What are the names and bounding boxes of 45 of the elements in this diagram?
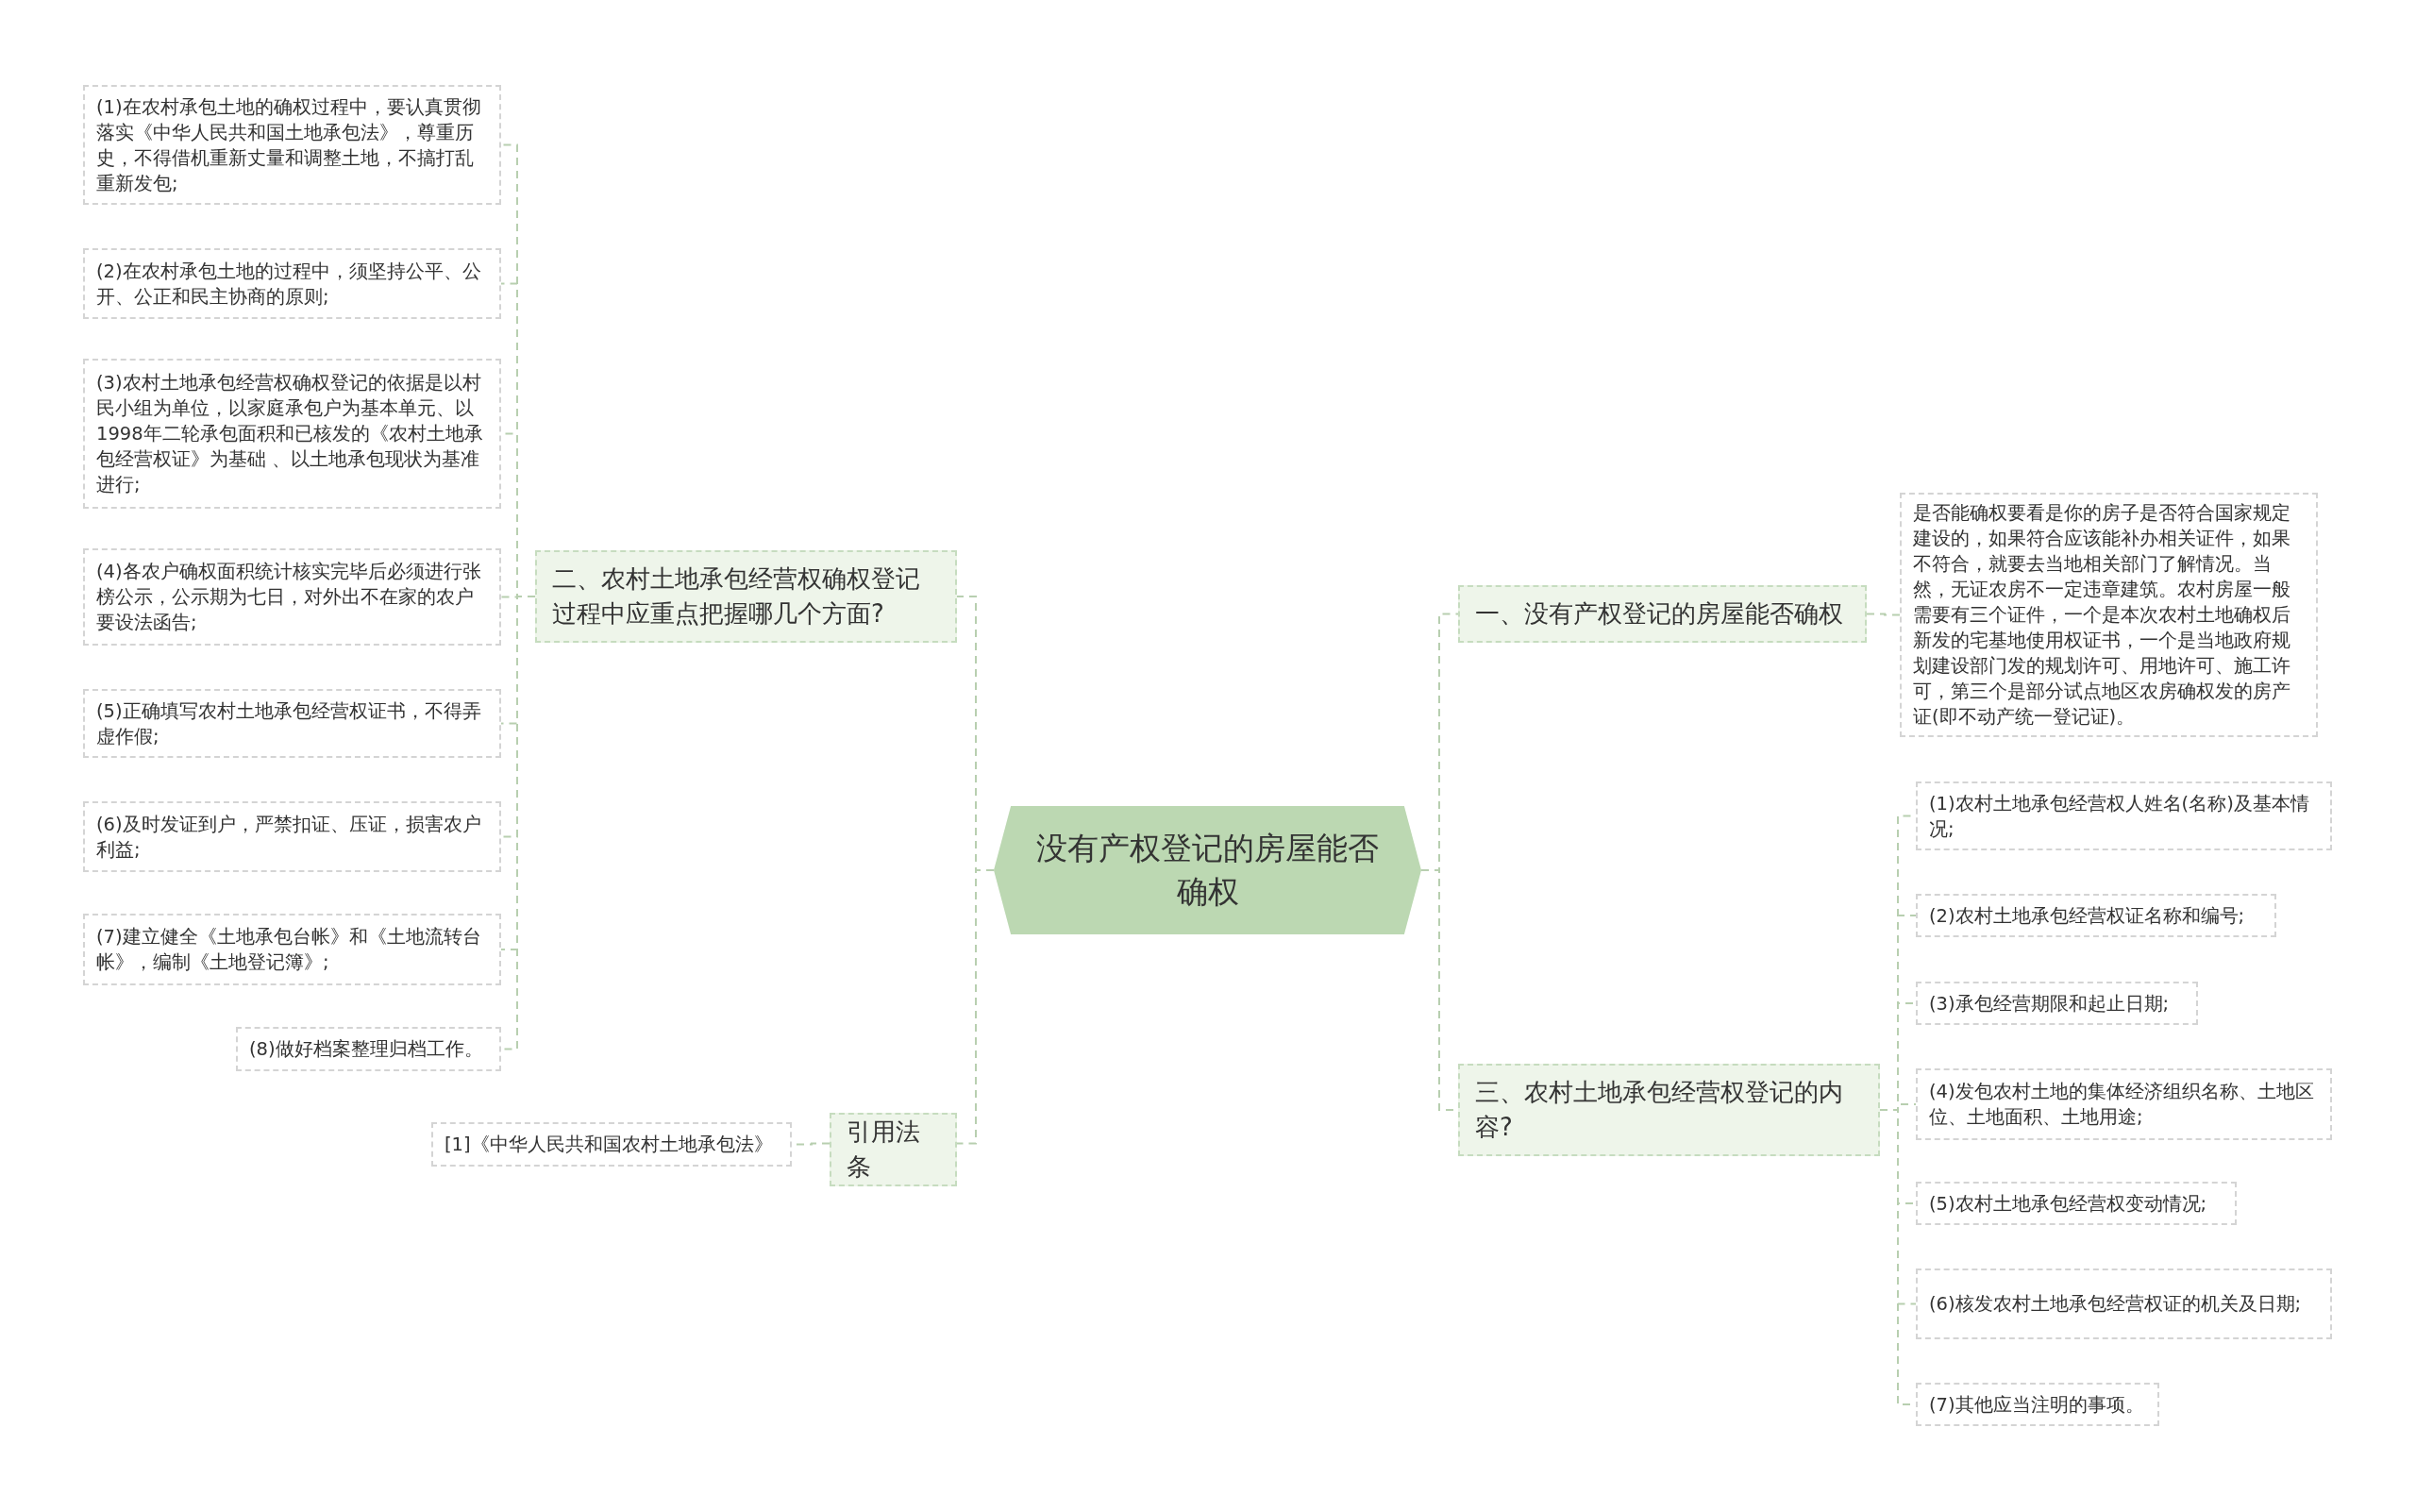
topic-text: (6)核发农村土地承包经营权证的机关及日期;	[1929, 1292, 2303, 1317]
topic-text: (8)做好档案整理归档工作。	[249, 1037, 484, 1062]
text-card	[1916, 982, 2198, 1025]
topic-text: 是否能确权要看是你的房子是否符合国家规定建设的，如果符合应该能补办相关证件，如果不符合，就要去当地相关部门了解情况。当然，无证农房不一定违章建筑。农村房屋一般需要有三个证件，一个是本次农村土地确权后新发的宅基地使用权证书，一个是当地政府规划建设部门发的规划许可、用地许可、施工许可，第三个是部分试点地区农房确权发的房产证(即不动产统一登记证)。	[1913, 501, 2291, 730]
text-card	[83, 801, 501, 872]
text-card	[1916, 1068, 2332, 1140]
topic-text: 一、没有产权登记的房屋能否确权	[1475, 598, 1844, 630]
topic-text: (1)在农村承包土地的确权过程中，要认真贯彻落实《中华人民共和国土地承包法》，尊重历史，不得借机重新丈量和调整土地，不搞打乱重新发包;	[96, 94, 482, 196]
text-card	[1916, 1182, 2237, 1225]
text-card	[1916, 781, 2332, 850]
text-card	[431, 1122, 792, 1167]
topic-text: 引用法条	[847, 1117, 921, 1183]
topic-text: (4)发包农村土地的集体经济组织名称、土地区位、土地面积、土地用途;	[1929, 1080, 2315, 1130]
text-card	[83, 914, 501, 985]
topic-text: (5)正确填写农村土地承包经营权证书，不得弄虚作假;	[96, 698, 482, 749]
text-card	[1916, 1268, 2332, 1339]
topic-text: (2)在农村承包土地的过程中，须坚持公平、公开、公正和民主协商的原则;	[96, 259, 482, 310]
topic-text: [1]《中华人民共和国农村土地承包法》	[445, 1133, 774, 1157]
branch-topic	[830, 1113, 957, 1186]
topic-text: (5)农村土地承包经营权变动情况;	[1929, 1191, 2208, 1217]
topic-text: (4)各农户确权面积统计核实完毕后必须进行张榜公示，公示期为七日，对外出不在家的农户要设法函告;	[96, 560, 482, 635]
text-card	[83, 359, 501, 509]
text-card	[1916, 1383, 2159, 1426]
topic-text: (3)农村土地承包经营权确权登记的依据是以村民小组为单位，以家庭承包户为基本单元、以1998年二轮承包面积和已核发的《农村土地承包经营权证》为基础 、以土地承包现状为基准进行;	[96, 371, 484, 497]
topic-text: (2)农村土地承包经营权证名称和编号;	[1929, 903, 2246, 929]
topic-text: 没有产权登记的房屋能否确权	[1035, 829, 1380, 912]
topic-text: (3)承包经营期限和起止日期;	[1929, 991, 2171, 1016]
branch-topic	[1458, 585, 1867, 643]
text-card	[83, 85, 501, 205]
connector-line	[956, 869, 995, 1145]
topic-text: (7)建立健全《土地承包台帐》和《土地流转台帐》，编制《土地登记簿》;	[96, 925, 482, 975]
topic-text: 二、农村土地承包经营权确权登记过程中应重点把握哪几个方面?	[552, 563, 921, 630]
branch-topic	[1458, 1064, 1880, 1156]
branch-topic	[535, 550, 957, 643]
text-card	[83, 248, 501, 319]
topic-text: (6)及时发证到户，严禁扣证、压证，损害农户利益;	[96, 812, 482, 863]
text-card	[83, 548, 501, 646]
topic-text: 三、农村土地承包经营权登记的内容?	[1475, 1077, 1844, 1143]
text-card	[1900, 493, 2318, 737]
topic-text: (1)农村土地承包经营权人姓名(名称)及基本情况;	[1929, 791, 2310, 842]
text-card	[236, 1027, 501, 1071]
topic-text: (7)其他应当注明的事项。	[1929, 1392, 2145, 1418]
text-card	[1916, 894, 2276, 937]
text-card	[83, 689, 501, 758]
connector-line	[1866, 613, 1901, 616]
